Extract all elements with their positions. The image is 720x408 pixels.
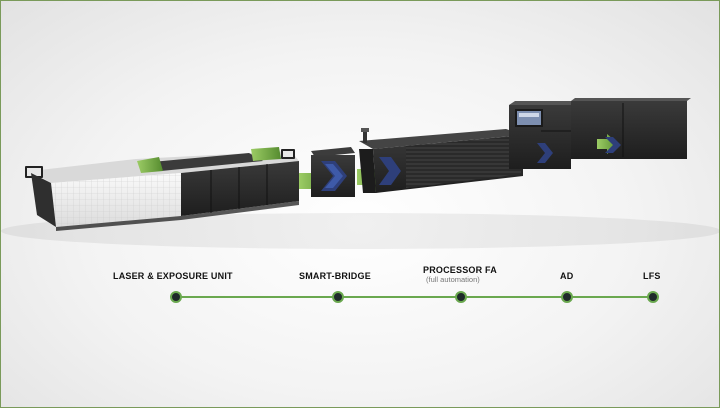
stage-label-ad: AD xyxy=(560,271,574,281)
lfs-machine xyxy=(571,98,691,159)
laser-exposure-unit-machine xyxy=(25,147,299,231)
stage-label-lfs: LFS xyxy=(643,271,661,281)
timeline-node-lfs xyxy=(647,291,659,303)
stage-label-smart-bridge: SMART-BRIDGE xyxy=(299,271,371,281)
timeline-node-ad xyxy=(561,291,573,303)
stage-label-processor-fa: PROCESSOR FA xyxy=(423,265,497,275)
timeline-node-processor-fa xyxy=(455,291,467,303)
ad-machine xyxy=(509,101,577,169)
stage-sublabel-processor-fa: (full automation) xyxy=(426,275,480,284)
timeline-node-laser-exposure-unit xyxy=(170,291,182,303)
smart-bridge-machine xyxy=(299,147,355,197)
timeline-node-smart-bridge xyxy=(332,291,344,303)
stage-label-laser-exposure-unit: LASER & EXPOSURE UNIT xyxy=(113,271,233,281)
processor-fa-machine xyxy=(357,128,523,193)
timeline-line xyxy=(176,296,654,298)
